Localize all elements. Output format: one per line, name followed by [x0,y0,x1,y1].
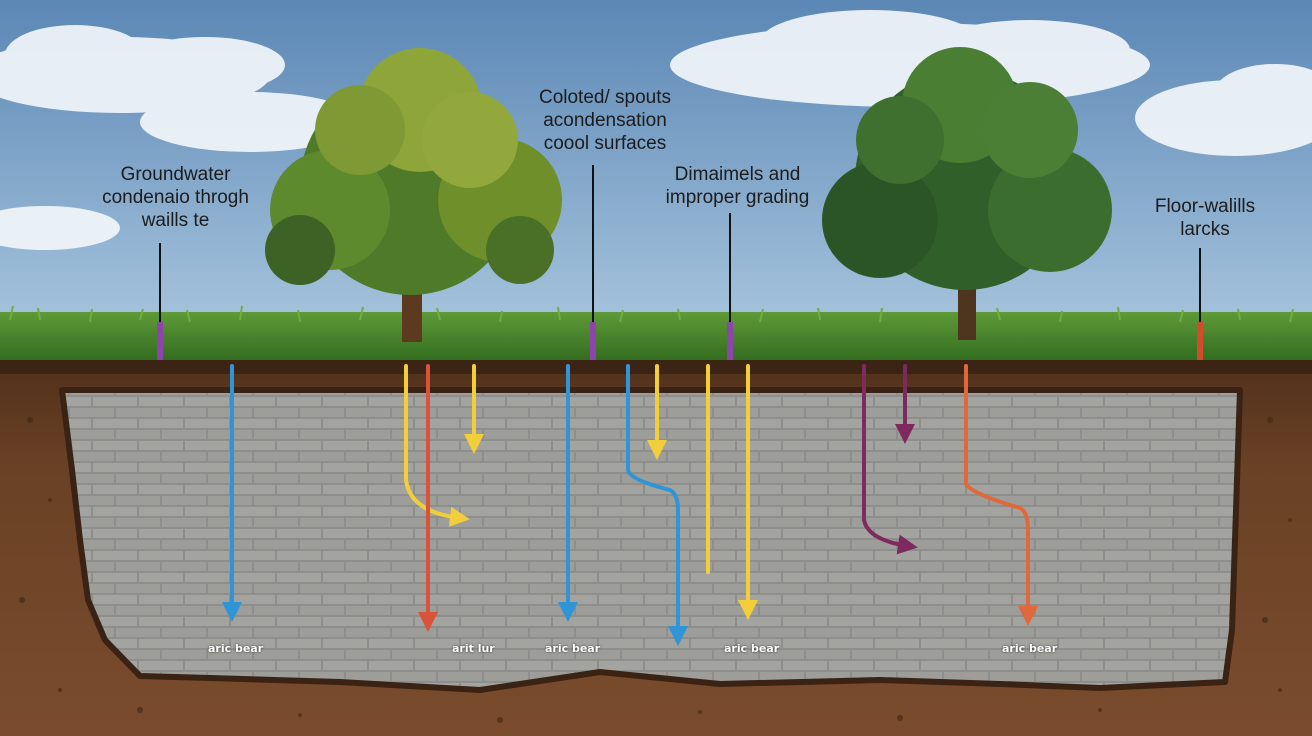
callout-marker-downspouts [590,322,596,360]
tree-left [265,48,562,342]
callout-downspouts-line-2: acondensation [543,110,667,131]
callout-leaders [159,165,1201,322]
tree-right [822,47,1112,340]
callout-groundwater-line-2: condenaio throgh [102,187,249,208]
grass-blades [9,305,1294,323]
callout-downspouts-line-3: coool surfaces [543,133,667,154]
callout-grading-line-2: improper grading [665,187,810,208]
callout-floor-wall-line-1: Floor-walills [1154,196,1256,217]
callout-downspouts: Coloted/ spouts acondensation coool surf… [520,86,690,155]
base-label: aric bear [1002,642,1058,655]
arrow-yellow-1 [404,364,470,527]
arrow-blue-3 [626,364,688,646]
callout-floor-wall: Floor-walills larcks [1135,195,1275,241]
grass [0,312,1312,364]
callout-grading: Dimaimels and improper grading [650,163,825,209]
callout-groundwater: Groundwater condenaio throgh waills te [88,163,263,232]
callout-groundwater-line-3: waills te [141,210,210,231]
base-label: aric bear [724,642,780,655]
arrow-purple-1 [862,364,918,555]
base-label: aric bear [208,642,264,655]
soil-specks [19,417,1292,723]
arrow-orange-1 [964,364,1038,626]
base-label: aric bear [545,642,601,655]
callout-groundwater-line-1: Groundwater [120,164,231,185]
base-label: arit lur [452,642,495,655]
foundation-wall [59,387,1243,693]
callout-floor-wall-line-2: larcks [1180,219,1230,240]
callout-marker-grading [727,322,733,360]
callout-downspouts-line-1: Coloted/ spouts [538,87,672,108]
callout-marker-groundwater [157,322,163,360]
callout-marker-floor-wall [1197,322,1203,360]
callout-grading-line-1: Dimaimels and [674,164,801,185]
water-arrows [222,364,1038,646]
